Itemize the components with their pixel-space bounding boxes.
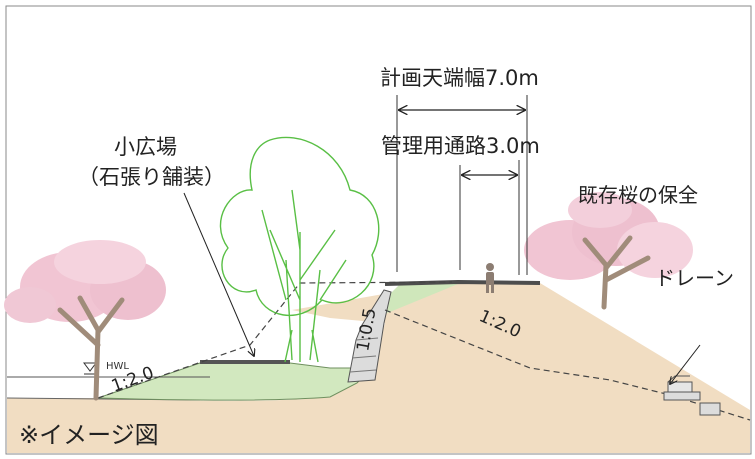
retaining-wall [347, 289, 392, 383]
ground [7, 282, 750, 453]
cherry-tree-right [524, 192, 693, 310]
hwl-triangle-icon [83, 362, 97, 372]
person-silhouette [486, 263, 494, 293]
existing-cherry-label: 既存桜の保全 [578, 183, 698, 207]
crest-road [384, 279, 541, 286]
plaza-leader [183, 192, 254, 356]
planned-tree-outline [219, 136, 380, 363]
small-plaza-label: 小広場 [114, 135, 177, 159]
management-road-label: 管理用通路3.0m [381, 134, 540, 158]
drain-label: ドレーン [655, 266, 734, 290]
drain-leader [670, 344, 701, 384]
old-inner-slope [384, 309, 751, 421]
hwl-label: HWL [106, 361, 129, 372]
wall-joints [349, 337, 379, 373]
grass-upper [384, 284, 458, 314]
cherry-tree-left [4, 240, 166, 401]
crest-width-label: 計画天端幅7.0m [380, 66, 539, 90]
small-plaza-subtitle: （石張り舗装） [78, 165, 225, 189]
plaza-pavement [200, 360, 290, 364]
old-levee-outline [97, 281, 453, 399]
image-note: ※イメージ図 [19, 421, 159, 449]
